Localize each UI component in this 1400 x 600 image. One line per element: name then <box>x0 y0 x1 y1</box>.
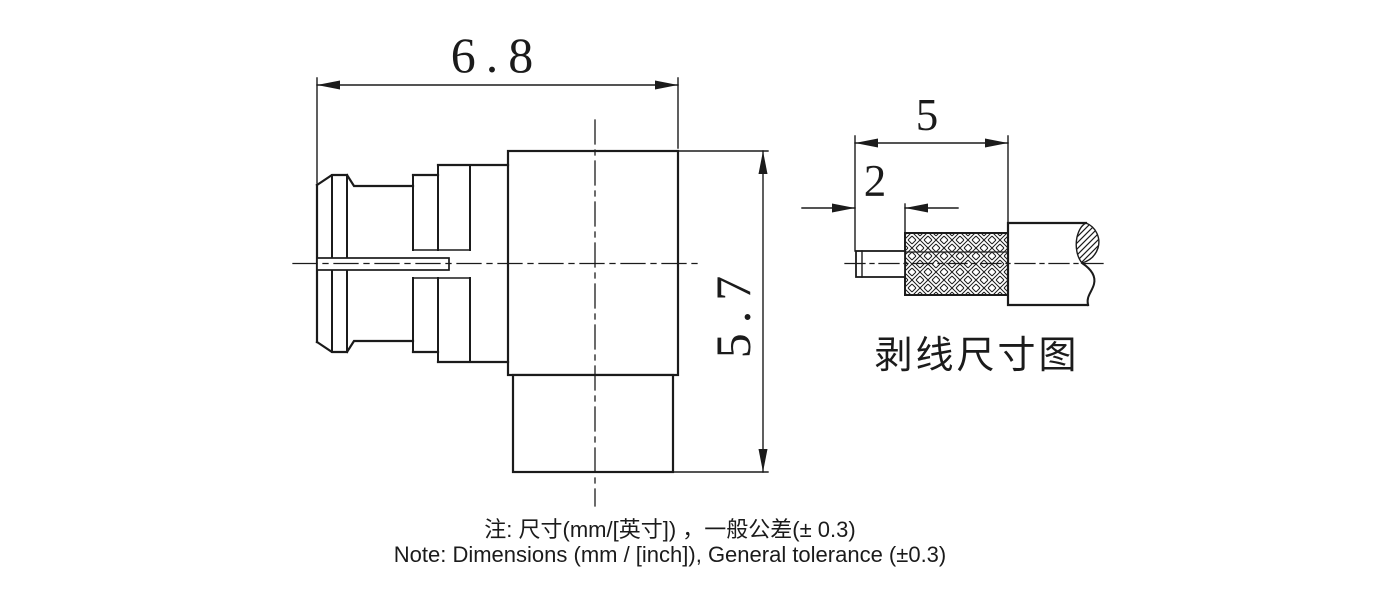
width-extension-lines <box>316 77 679 184</box>
bore-lines <box>412 249 471 279</box>
strip-view-caption: 剥线尺寸图 <box>874 335 1079 377</box>
cable-strip-view <box>801 135 1109 307</box>
arrow-up-icon <box>758 151 768 174</box>
dimension-strip-total <box>854 135 1009 252</box>
arrow-right-icon <box>655 80 678 90</box>
note-line-en: Note: Dimensions (mm / [inch]), General … <box>393 542 947 567</box>
arrow-down-icon <box>758 449 768 472</box>
strip-total-dim-label: 5 <box>916 90 945 140</box>
strip-extension-lines <box>854 135 1009 252</box>
dimension-conductor <box>801 203 959 233</box>
connector-lower-leg <box>511 373 675 474</box>
notes-block: 注: 尺寸(mm/[英寸]) ，一般公差(± 0.3) Note: Dimens… <box>270 517 1070 567</box>
connector-side-view <box>292 77 769 507</box>
arrow-right-icon <box>832 203 855 213</box>
height-extension-lines <box>672 150 769 473</box>
arrow-left-icon <box>855 138 878 148</box>
note-line-cn: 注: 尺寸(mm/[英寸]) ，一般公差(± 0.3) <box>484 517 856 542</box>
dimension-width <box>316 77 679 184</box>
cable-break-line <box>1080 261 1096 307</box>
dimension-height <box>672 150 769 473</box>
step-shoulder-lines <box>412 164 439 363</box>
width-dim-label: 6.8 <box>451 27 544 83</box>
conductor-dim-label: 2 <box>864 156 893 206</box>
arrow-left-icon <box>317 80 340 90</box>
cable-break-section <box>1075 222 1100 264</box>
arrow-right-icon <box>985 138 1008 148</box>
height-dim-label: 5.7 <box>705 266 761 359</box>
arrow-left-icon <box>905 203 928 213</box>
